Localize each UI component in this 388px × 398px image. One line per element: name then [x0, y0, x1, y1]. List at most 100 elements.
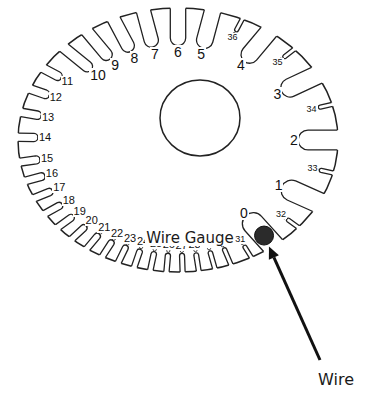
slot-edge	[197, 1, 223, 48]
slot-edge	[13, 107, 42, 120]
slot-cut	[79, 233, 100, 257]
slot-edge	[34, 61, 62, 81]
slot-cut	[197, 1, 223, 48]
slot-cut	[223, 248, 236, 273]
gauge-number: 13	[41, 112, 55, 123]
slot-cut	[36, 202, 62, 220]
slot-cut	[318, 101, 340, 109]
slot-edge	[208, 251, 219, 277]
slot-edge	[129, 249, 142, 275]
slot-edge	[10, 133, 38, 142]
slot-cut	[180, 253, 186, 280]
slot-cut	[298, 130, 346, 150]
slot-cut	[286, 218, 305, 233]
slot-edge	[79, 233, 100, 257]
slot-cut	[319, 168, 341, 176]
gauge-number: 10	[89, 68, 107, 82]
slot-edge	[54, 38, 92, 72]
slot-edge	[12, 156, 40, 167]
gauge-number: 5	[196, 47, 206, 61]
gauge-number: 0	[239, 206, 249, 220]
slot-cut	[64, 225, 87, 247]
slot-cut	[281, 63, 329, 97]
slot-edge	[112, 245, 128, 271]
slot-edge	[21, 82, 49, 98]
leader-arrow-head	[269, 247, 279, 260]
slot-cut	[112, 245, 128, 271]
slot-edge	[95, 240, 114, 265]
slot-edge	[36, 202, 62, 220]
slot-edge	[298, 130, 346, 150]
gauge-number: 16	[45, 168, 59, 179]
slot-edge	[104, 9, 134, 52]
slot-cut	[134, 2, 158, 48]
slot-edge	[318, 101, 340, 109]
slot-edge	[146, 252, 156, 279]
slot-edge	[49, 214, 74, 234]
slot-edge	[281, 63, 329, 97]
gauge-number: 36	[226, 33, 238, 42]
wire-section	[255, 226, 274, 245]
slot-cut	[54, 38, 92, 72]
gauge-number: 6	[173, 45, 183, 59]
slot-edge	[194, 253, 202, 279]
gauge-number: 35	[272, 58, 284, 67]
slot-cut	[208, 251, 219, 277]
gauge-title: Wire Gauge	[145, 231, 235, 246]
slot-edge	[25, 188, 52, 204]
slot-cut	[163, 253, 170, 280]
slot-edge	[180, 253, 186, 280]
slot-fills	[10, 0, 346, 280]
gauge-number: 18	[62, 195, 76, 206]
slot-cut	[235, 11, 248, 32]
slot-edge	[281, 180, 330, 215]
slot-cut	[95, 240, 114, 265]
slot-cut	[21, 82, 49, 98]
slot-edge	[243, 245, 257, 265]
gauge-number: 4	[236, 58, 246, 72]
gauge-number: 9	[110, 58, 120, 72]
slot-cut	[283, 43, 302, 59]
slot-edge	[163, 253, 170, 280]
slot-cut	[17, 173, 45, 187]
leader-arrow-line	[274, 257, 320, 360]
gauge-number: 3	[273, 87, 283, 101]
slot-cut	[13, 107, 42, 120]
gauge-number: 8	[130, 51, 140, 65]
slot-cut	[10, 133, 38, 142]
slot-cut	[49, 214, 74, 234]
slot-cut	[25, 188, 52, 204]
slot-cut	[77, 21, 112, 60]
slot-cut	[34, 61, 62, 81]
slot-edge	[235, 11, 248, 32]
slot-cut	[129, 249, 142, 275]
slot-edge	[17, 173, 45, 187]
slot-cut	[146, 252, 156, 279]
gauge-number: 1	[274, 178, 284, 192]
slot-cut	[170, 0, 185, 46]
slot-edge	[319, 168, 341, 176]
wire-label: Wire	[317, 372, 355, 388]
slot-edge	[170, 0, 185, 46]
gauge-number: 2	[289, 133, 299, 147]
gauge-number: 7	[150, 47, 160, 61]
slot-edge	[242, 213, 287, 260]
slot-edge	[77, 21, 112, 60]
slot-edge	[64, 225, 87, 247]
slot-edge	[286, 218, 305, 233]
slot-edge	[134, 2, 158, 48]
gauge-number: 32	[275, 210, 287, 219]
slot-outlines	[10, 0, 346, 280]
gauge-number: 12	[49, 92, 63, 103]
gauge-number: 15	[40, 153, 54, 164]
slot-cut	[104, 9, 134, 52]
gauge-number: 31	[234, 235, 246, 244]
gauge-number: 34	[306, 105, 318, 114]
center-hole	[160, 80, 240, 156]
slot-cut	[12, 156, 40, 167]
gauge-disc	[18, 8, 338, 272]
slot-edge	[283, 43, 302, 59]
slot-edge	[223, 248, 236, 273]
